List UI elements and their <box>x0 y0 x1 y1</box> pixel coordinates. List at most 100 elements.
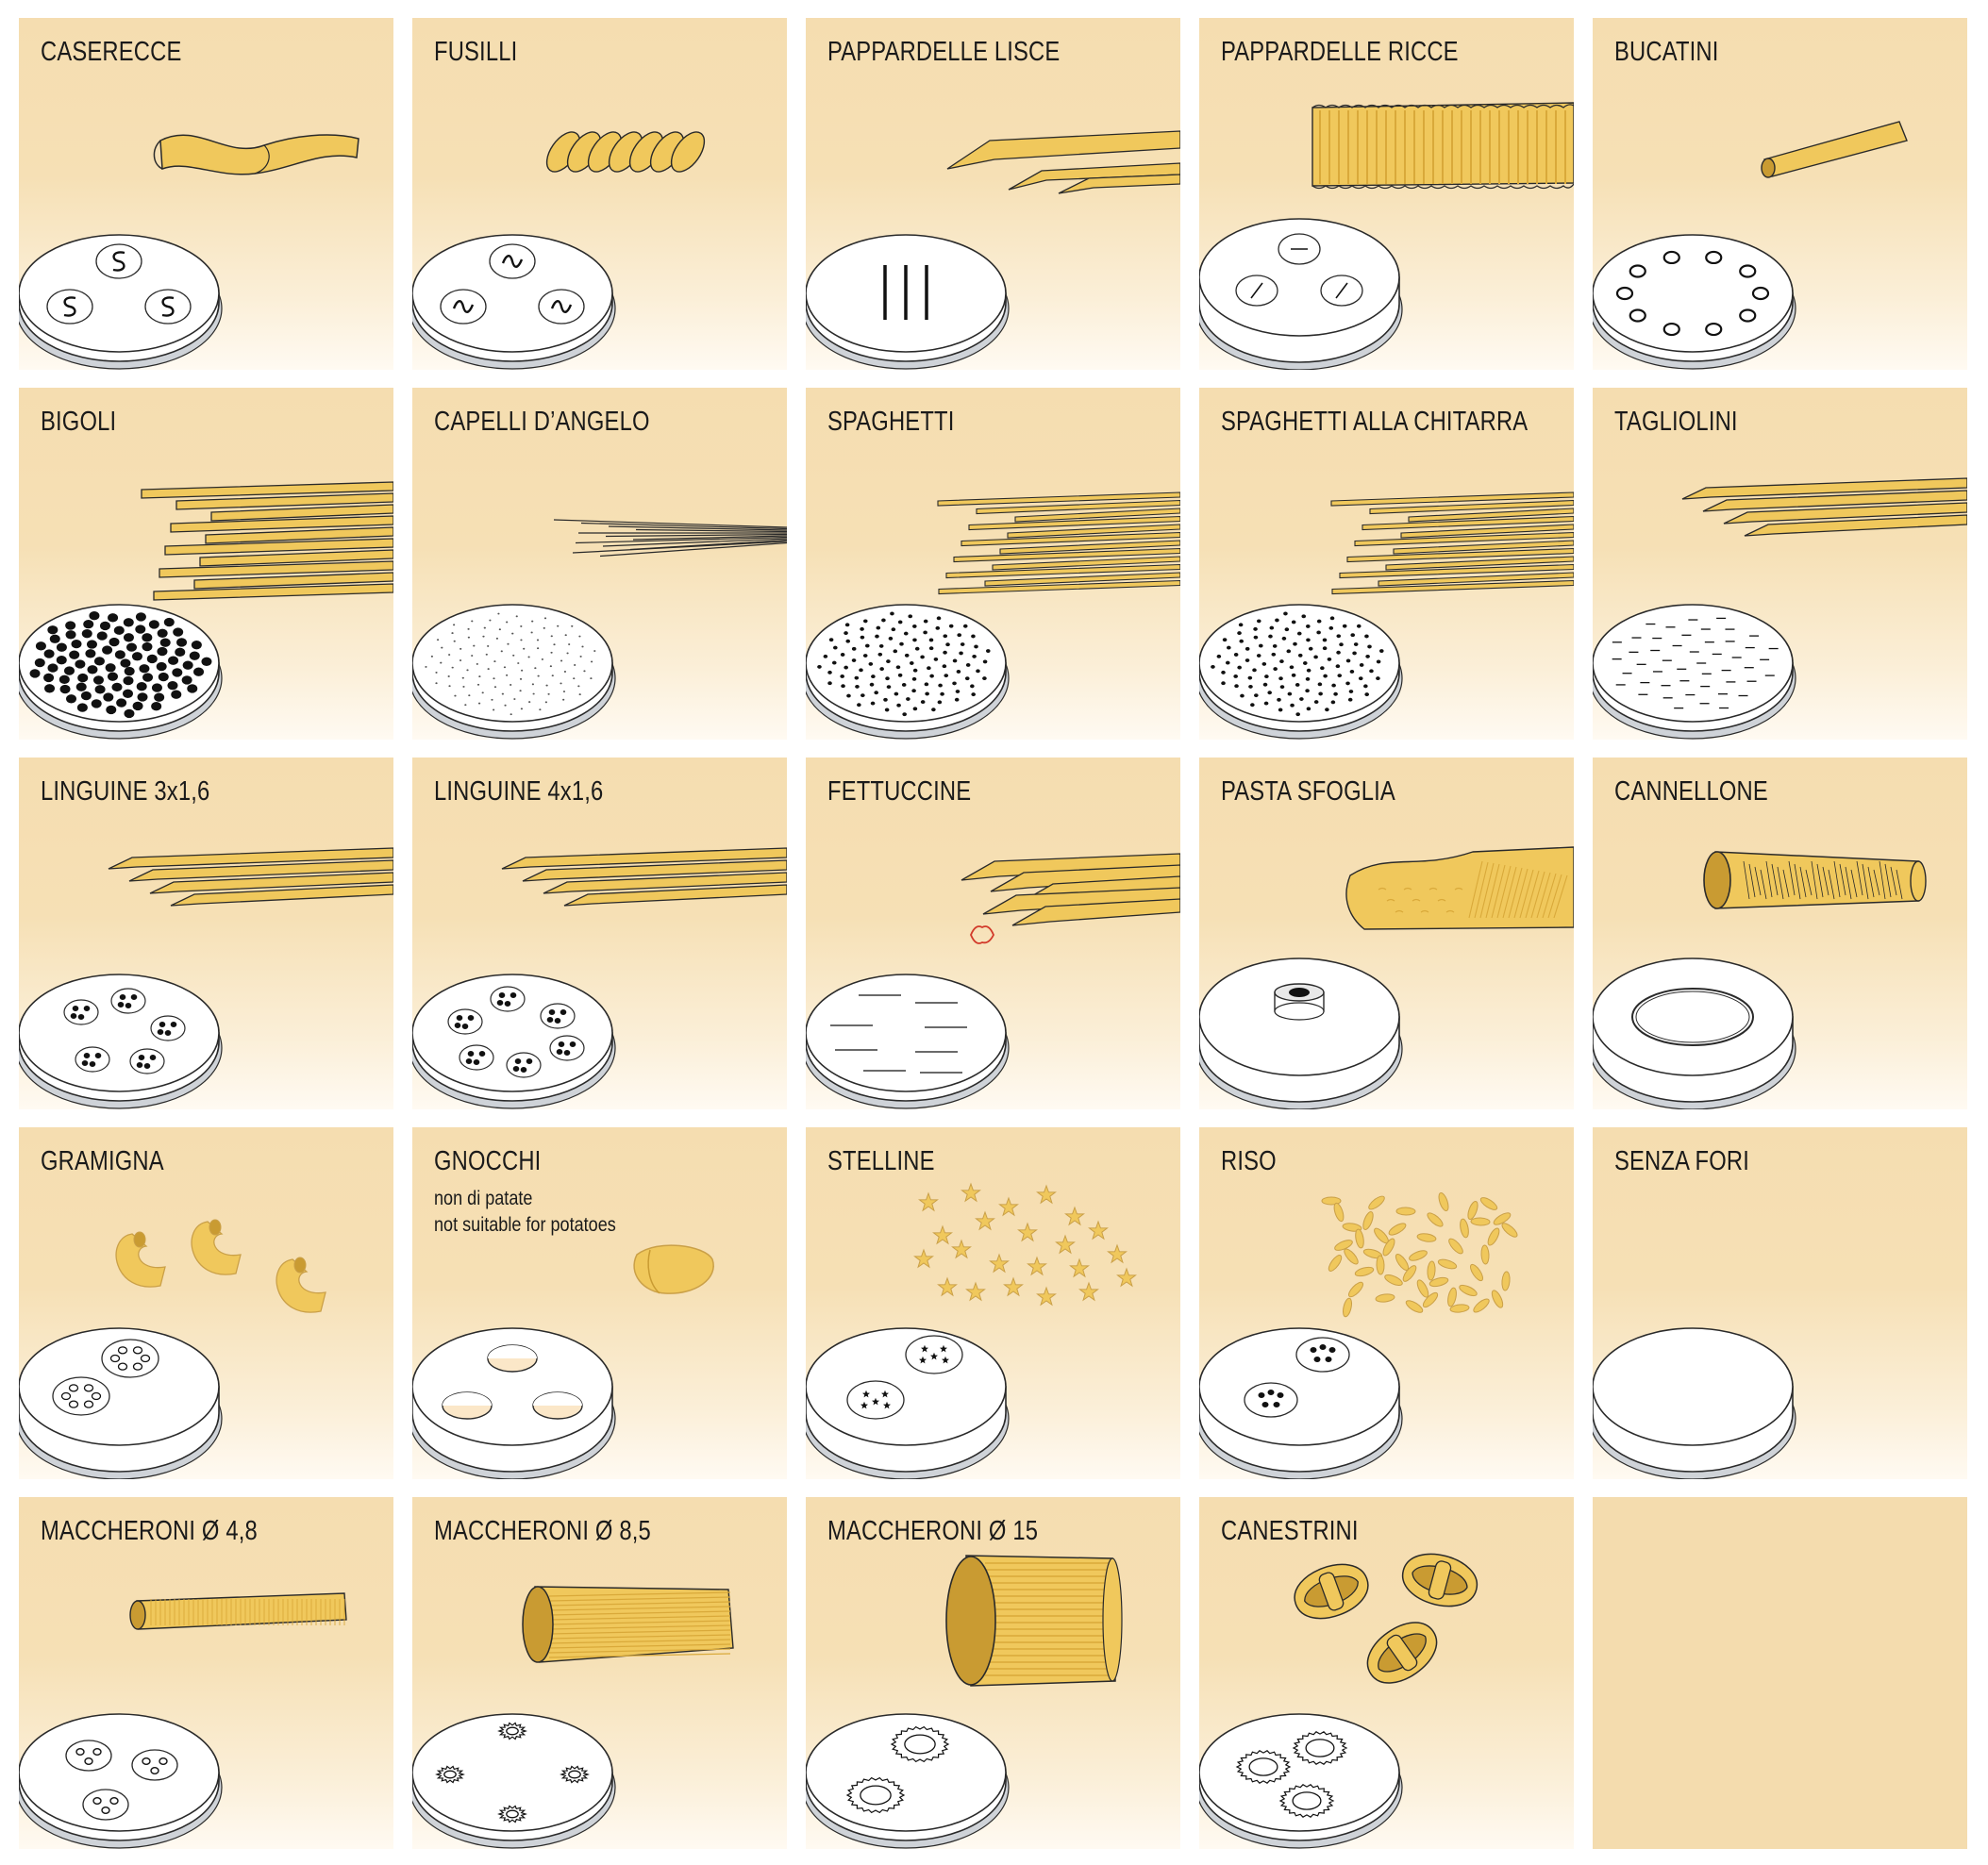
die-tile: FETTUCCINE <box>806 758 1180 1109</box>
die-tile: GRAMIGNA <box>19 1127 393 1479</box>
pasta-strands-thick-icon <box>141 481 393 601</box>
pasta-bucatini-icon <box>1761 121 1908 178</box>
tile-title: GRAMIGNA <box>41 1146 164 1176</box>
pasta-strands-icon <box>1330 491 1574 595</box>
die-tiny-dots-icon <box>412 604 616 740</box>
die-tile: PASTA SFOGLIA <box>1199 758 1574 1109</box>
die-plate <box>806 1713 1010 1849</box>
tile-title: SPAGHETTI ALLA CHITARRA <box>1221 407 1529 437</box>
die-blank-icon <box>1593 1327 1796 1479</box>
die-tile: MACCHERONI Ø 15 <box>806 1497 1180 1849</box>
die-tile: CANNELLONE <box>1593 758 1967 1109</box>
tile-title: LINGUINE 4x1,6 <box>434 776 604 807</box>
die-tile: PAPPARDELLE LISCE <box>806 18 1180 370</box>
pasta-flat-strands-icon <box>108 847 393 907</box>
die-tile: BIGOLI <box>19 388 393 740</box>
tile-title: PASTA SFOGLIA <box>1221 776 1395 807</box>
die-tile: SPAGHETTI <box>806 388 1180 740</box>
die-plate <box>19 1327 223 1479</box>
tile-title: BIGOLI <box>41 407 117 437</box>
pasta-stars-icon <box>913 1182 1137 1307</box>
tile-title: MACCHERONI Ø 8,5 <box>434 1516 651 1546</box>
pasta-rice-icon <box>1321 1191 1518 1318</box>
pasta-canestrini-icon <box>1294 1553 1478 1684</box>
die-tile: MACCHERONI Ø 4,8 <box>19 1497 393 1849</box>
tile-subtitle: non di patate <box>434 1188 533 1209</box>
die-small-dots-icon <box>806 604 1010 740</box>
tile-title: CAPELLI D’ANGELO <box>434 407 650 437</box>
pasta-macc-mid-icon <box>522 1586 734 1663</box>
die-cluster-six-icon <box>412 974 616 1109</box>
die-tile: PAPPARDELLE RICCE <box>1199 18 1574 370</box>
die-long-dashes-icon <box>806 974 1010 1109</box>
die-ring-holes-icon <box>1593 234 1796 370</box>
die-plate <box>1199 957 1403 1109</box>
tile-title: STELLINE <box>827 1146 935 1176</box>
die-macc-mid-icon <box>412 1713 616 1849</box>
die-plate <box>1593 957 1796 1109</box>
die-dashes-icon <box>1593 604 1796 740</box>
die-plate <box>806 604 1010 740</box>
die-plate <box>19 234 223 370</box>
tile-title: GNOCCHI <box>434 1146 542 1176</box>
pasta-macc-small-icon <box>129 1592 347 1630</box>
die-spiral-slots-icon <box>412 234 616 370</box>
die-plate <box>412 604 616 740</box>
pasta-flat-strands-icon <box>501 847 787 907</box>
pasta-strands-hair-icon <box>553 519 787 558</box>
die-tile: MACCHERONI Ø 8,5 <box>412 1497 787 1849</box>
die-plate <box>1199 604 1403 740</box>
pasta-gnocco-icon <box>633 1244 714 1294</box>
die-plate <box>412 1713 616 1849</box>
die-plate <box>1199 1327 1403 1479</box>
die-tile: SENZA FORI <box>1593 1127 1967 1479</box>
die-plate <box>1593 1327 1796 1479</box>
pasta-strands-icon <box>937 491 1180 595</box>
mascot-icon <box>970 925 994 944</box>
tile-title: CASERECCE <box>41 37 182 67</box>
die-plate <box>806 974 1010 1109</box>
tile-title: CANNELLONE <box>1614 776 1768 807</box>
die-three-holes-icon <box>412 1327 616 1479</box>
pasta-fusilli-icon <box>545 131 706 173</box>
die-star-clusters-icon <box>806 1327 1010 1479</box>
die-big-dots-icon <box>19 604 223 740</box>
tile-title: MACCHERONI Ø 4,8 <box>41 1516 258 1546</box>
die-tile: RISO <box>1199 1127 1574 1479</box>
tile-title: SPAGHETTI <box>827 407 955 437</box>
die-plate <box>19 604 223 740</box>
die-plate <box>1593 604 1796 740</box>
die-rice-clusters-icon <box>1199 1327 1403 1479</box>
die-small-dots-icon <box>1199 604 1403 740</box>
tile-title: RISO <box>1221 1146 1277 1176</box>
die-tile: BUCATINI <box>1593 18 1967 370</box>
pasta-flat-strands-icon <box>1681 477 1967 537</box>
die-plate <box>412 1327 616 1479</box>
die-tile: LINGUINE 4x1,6 <box>412 758 787 1109</box>
tile-title: PAPPARDELLE RICCE <box>1221 37 1459 67</box>
die-cluster-five-icon <box>19 974 223 1109</box>
pasta-sheet-icon <box>1345 846 1574 930</box>
tile-title: PAPPARDELLE LISCE <box>827 37 1061 67</box>
pasta-macc-big-icon <box>945 1555 1123 1687</box>
pasta-ribbons-wide-icon <box>946 130 1180 194</box>
die-tile: LINGUINE 3x1,6 <box>19 758 393 1109</box>
pasta-caserecce-icon <box>153 134 359 175</box>
die-canestrini-icon <box>1199 1713 1403 1849</box>
die-gramigna-icon <box>19 1327 223 1479</box>
die-sfoglia-icon <box>1199 957 1403 1109</box>
die-macc-big-icon <box>806 1713 1010 1849</box>
tile-title: BUCATINI <box>1614 37 1719 67</box>
die-thick-three-slots-icon <box>1199 218 1403 370</box>
die-plate <box>412 974 616 1109</box>
die-tile: SPAGHETTI ALLA CHITARRA <box>1199 388 1574 740</box>
die-ring-plate-icon <box>1593 957 1796 1109</box>
pasta-ribbons-icon <box>961 853 1180 944</box>
tile-title: LINGUINE 3x1,6 <box>41 776 210 807</box>
die-plate <box>1593 234 1796 370</box>
die-vertical-slots-icon <box>806 234 1010 370</box>
die-plate <box>19 974 223 1109</box>
die-tile: TAGLIOLINI <box>1593 388 1967 740</box>
